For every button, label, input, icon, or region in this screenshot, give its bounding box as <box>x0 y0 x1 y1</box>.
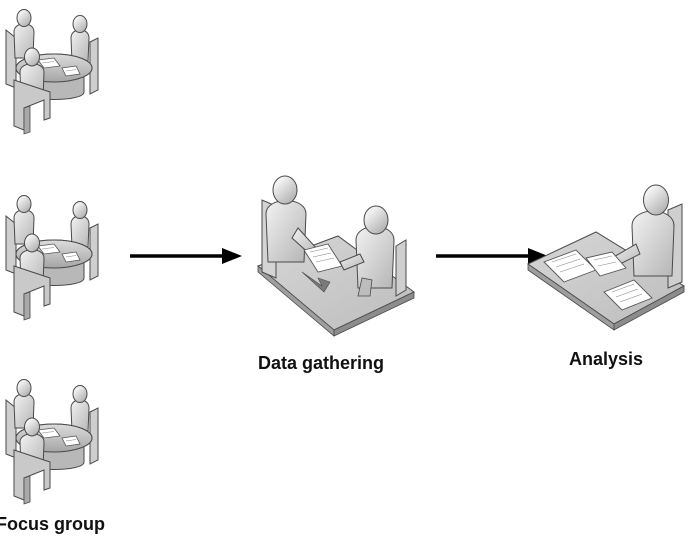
right-arrow-icon <box>128 246 244 266</box>
focus-group-label: Focus group <box>0 514 105 534</box>
focus-group-meeting-icon <box>5 9 99 135</box>
focus-group-meeting-icon <box>5 379 99 505</box>
data-gathering-label: Data gathering <box>258 353 385 373</box>
focus-group-meeting-icon <box>5 195 99 321</box>
desk-analysis-icon <box>527 184 685 331</box>
interview-exchange-icon <box>257 175 415 337</box>
right-arrow-icon <box>434 246 550 266</box>
analysis-label: Analysis <box>569 349 644 369</box>
